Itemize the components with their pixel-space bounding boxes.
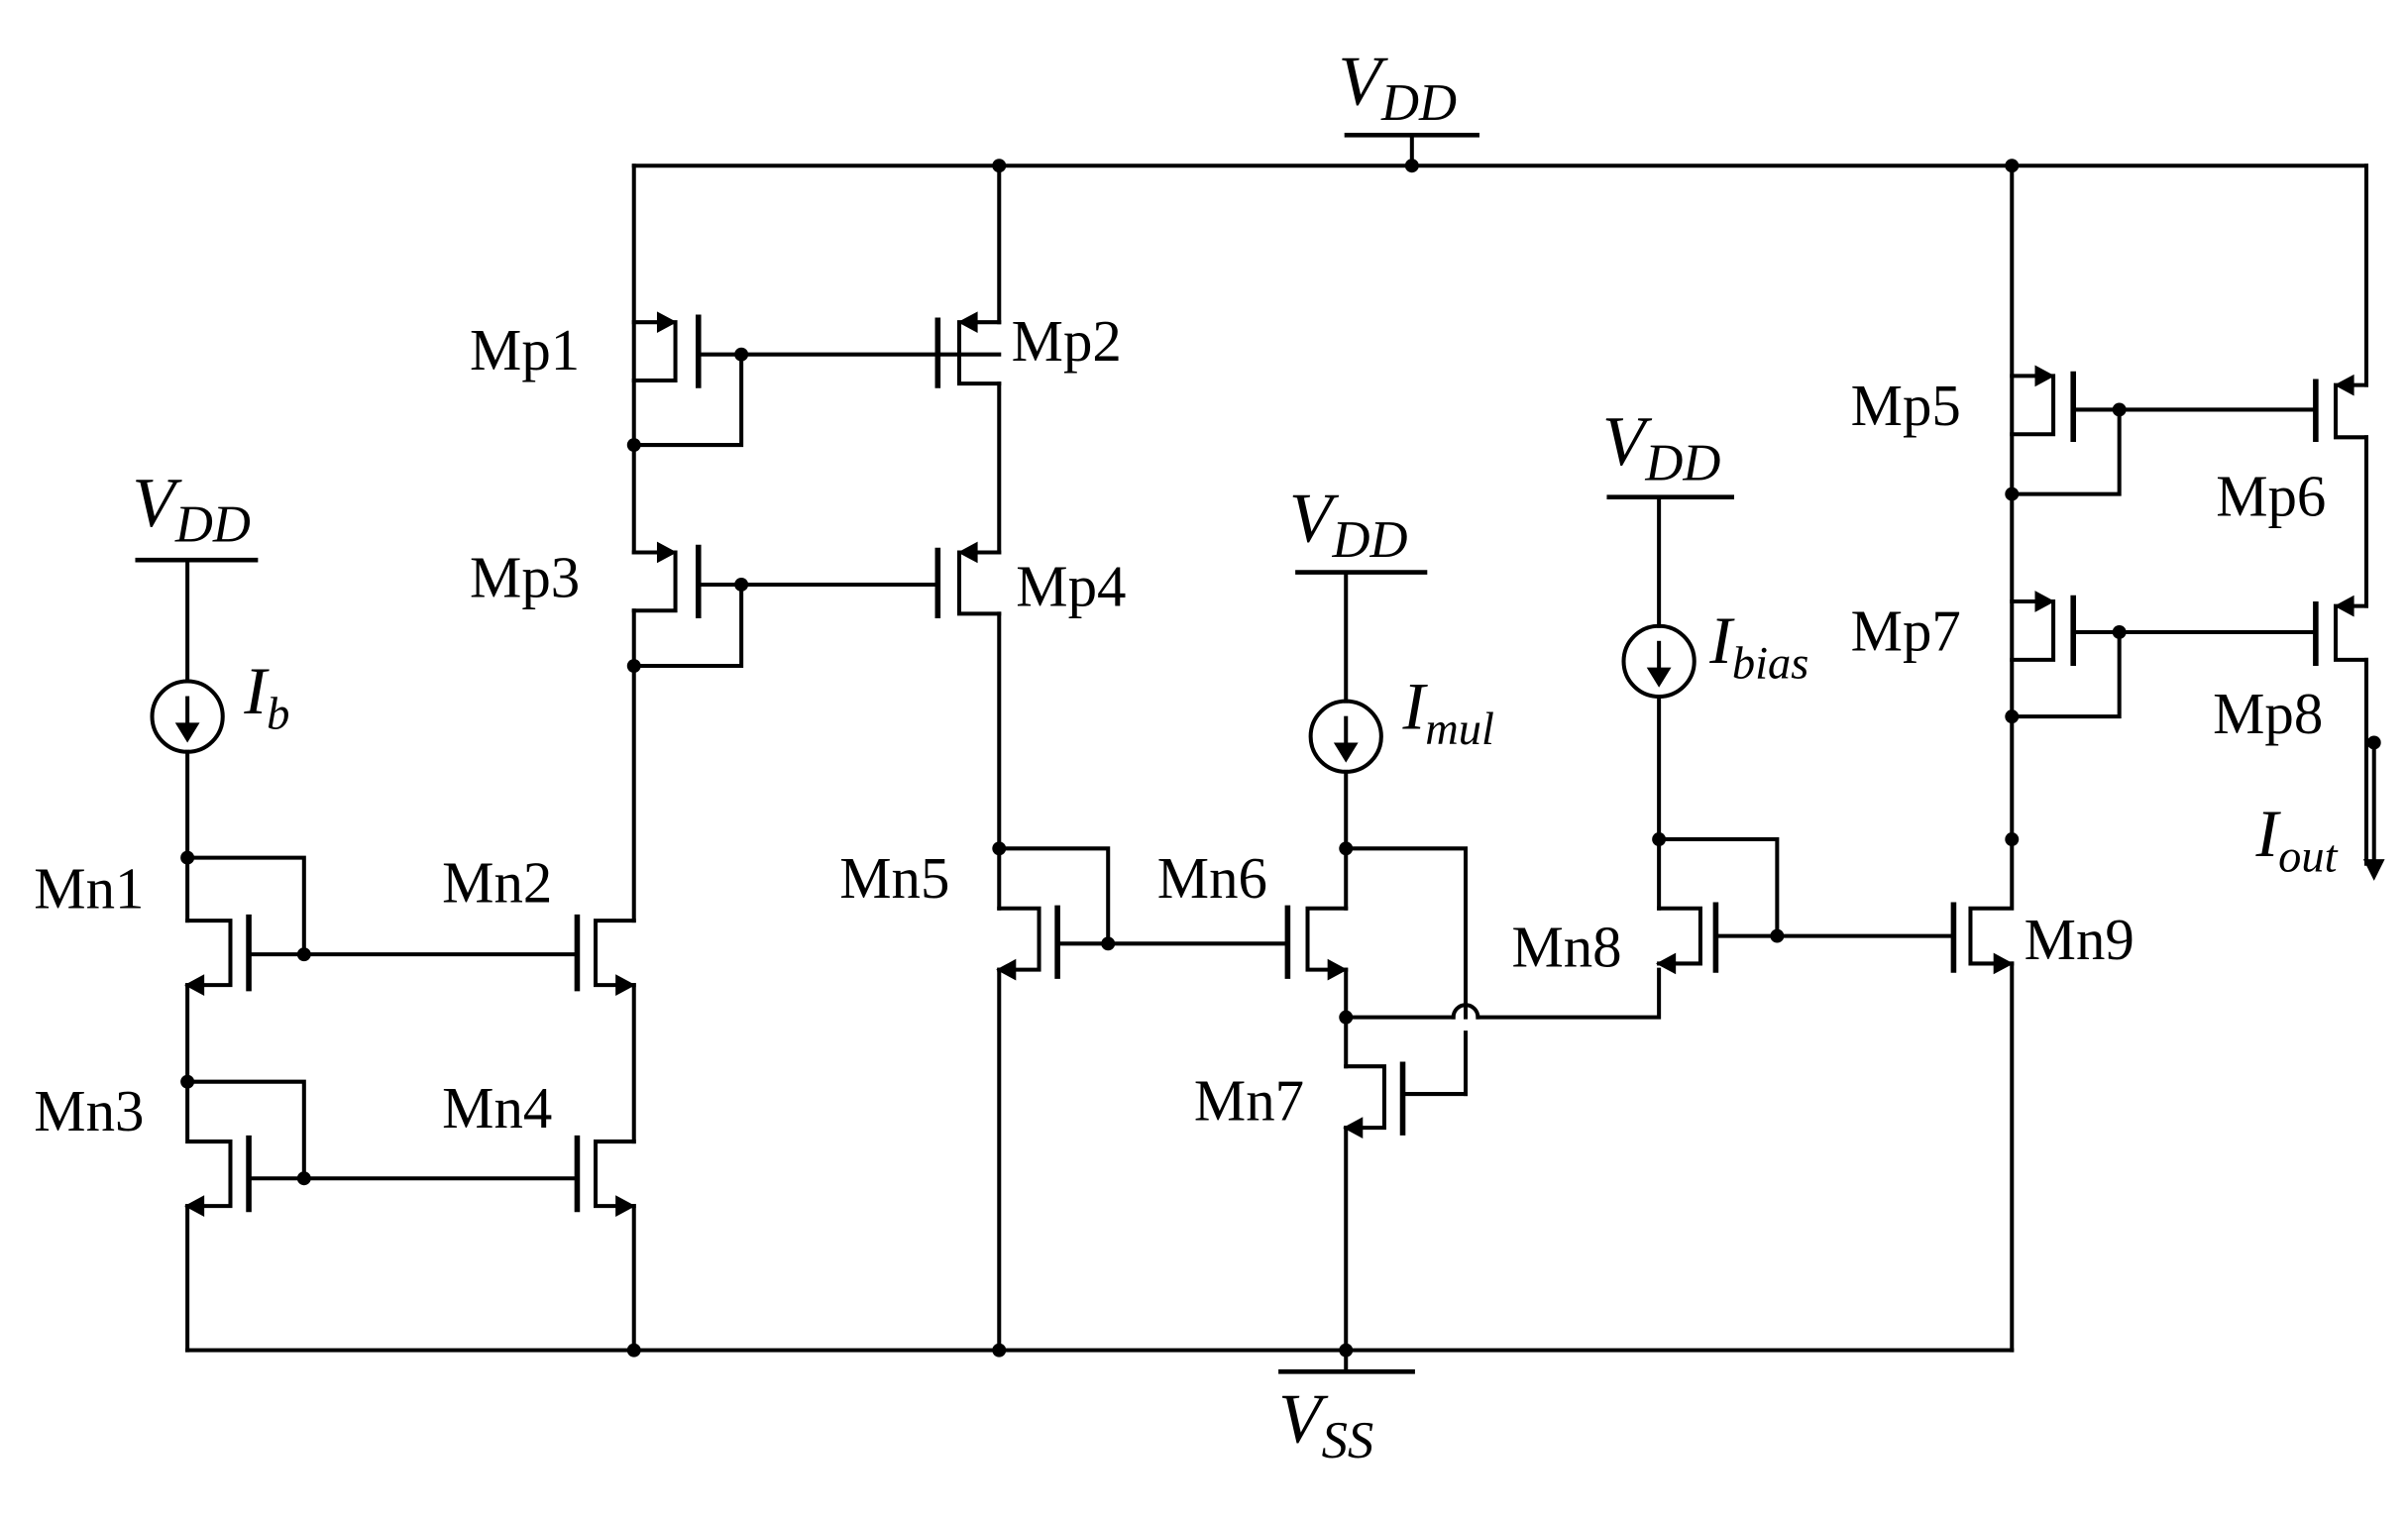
vss-sub: SS xyxy=(1322,1412,1374,1469)
vdd-top-sub: DD xyxy=(1380,74,1457,132)
imul-label: Imul xyxy=(1402,669,1494,755)
mn5-transistor xyxy=(996,846,1290,1353)
mp4-transistor xyxy=(934,541,1002,851)
mp1-label: Mp1 xyxy=(470,318,580,382)
iout-arrow xyxy=(2362,740,2385,881)
ib-sub: b xyxy=(267,690,289,740)
vdd-imul-sub: DD xyxy=(1331,511,1407,569)
mp6-label: Mp6 xyxy=(2216,464,2326,528)
ibias-vdd-symbol xyxy=(1606,494,1735,628)
mp8-label: Mp8 xyxy=(2213,682,2323,746)
vdd-ibias-sub: DD xyxy=(1644,435,1720,492)
mp2-label: Mp2 xyxy=(1012,309,1122,374)
mp8-transistor xyxy=(2313,595,2368,866)
mn6-transistor xyxy=(1284,846,1469,1069)
vss-label: VSS xyxy=(1278,1381,1373,1469)
imul-sub: mul xyxy=(1425,705,1494,755)
iout-main: I xyxy=(2254,796,2281,871)
ibias-main: I xyxy=(1708,602,1735,678)
ib-label: Ib xyxy=(243,653,289,739)
vdd-ib-label: VDD xyxy=(132,465,251,553)
mn4-transistor xyxy=(574,1135,636,1353)
mp7-label: Mp7 xyxy=(1851,599,1961,664)
mp4-label: Mp4 xyxy=(1016,555,1126,619)
ib-vdd-symbol xyxy=(135,557,259,684)
mn7-label: Mn7 xyxy=(1194,1068,1304,1133)
mp6-transistor xyxy=(2313,374,2368,608)
mn9-transistor xyxy=(1950,491,2015,1353)
mn6-label: Mn6 xyxy=(1157,846,1267,911)
imul-vdd-symbol xyxy=(1295,570,1428,704)
mp5-label: Mp5 xyxy=(1851,374,1961,438)
vdd-imul-main: V xyxy=(1289,481,1340,558)
mp2-transistor xyxy=(934,311,1002,555)
vdd-imul-label: VDD xyxy=(1289,481,1408,569)
mp1-transistor xyxy=(631,311,1002,448)
mn8-label: Mn8 xyxy=(1511,916,1621,980)
vdd-rail xyxy=(631,132,2368,496)
ibias-sub: bias xyxy=(1732,638,1808,689)
vdd-ibias-main: V xyxy=(1602,403,1653,481)
vss-rail xyxy=(185,1348,2015,1374)
mp3-transistor xyxy=(631,443,940,669)
mn3-transistor xyxy=(184,1079,580,1353)
vdd-top-label: VDD xyxy=(1338,43,1457,131)
iout-label: Iout xyxy=(2254,796,2338,882)
vdd-ib-sub: DD xyxy=(174,496,251,554)
junction-dots xyxy=(180,159,2381,1357)
imul-current-source xyxy=(1308,699,1383,911)
ibias-label: Ibias xyxy=(1708,602,1808,689)
ib-main: I xyxy=(243,653,270,728)
mn1-label: Mn1 xyxy=(34,857,144,922)
vdd-ibias-label: VDD xyxy=(1602,403,1721,491)
iout-sub: out xyxy=(2278,832,2338,883)
ibias-current-source xyxy=(1621,623,1697,911)
mn7-transistor xyxy=(1343,967,1662,1353)
mp5-transistor xyxy=(2010,365,2318,496)
mn5-label: Mn5 xyxy=(839,846,949,911)
mn8-transistor xyxy=(1656,837,1956,975)
mn4-label: Mn4 xyxy=(442,1076,552,1140)
vdd-ib-main: V xyxy=(132,465,182,542)
mn3-label: Mn3 xyxy=(34,1079,144,1143)
vss-main: V xyxy=(1278,1381,1329,1459)
ib-current-source xyxy=(150,679,225,860)
mn2-transistor xyxy=(574,664,636,1144)
vdd-top-main: V xyxy=(1338,43,1388,120)
mn2-label: Mn2 xyxy=(442,851,552,916)
mn9-label: Mn9 xyxy=(2025,908,2134,972)
mp3-label: Mp3 xyxy=(470,545,580,609)
imul-main: I xyxy=(1402,669,1429,744)
